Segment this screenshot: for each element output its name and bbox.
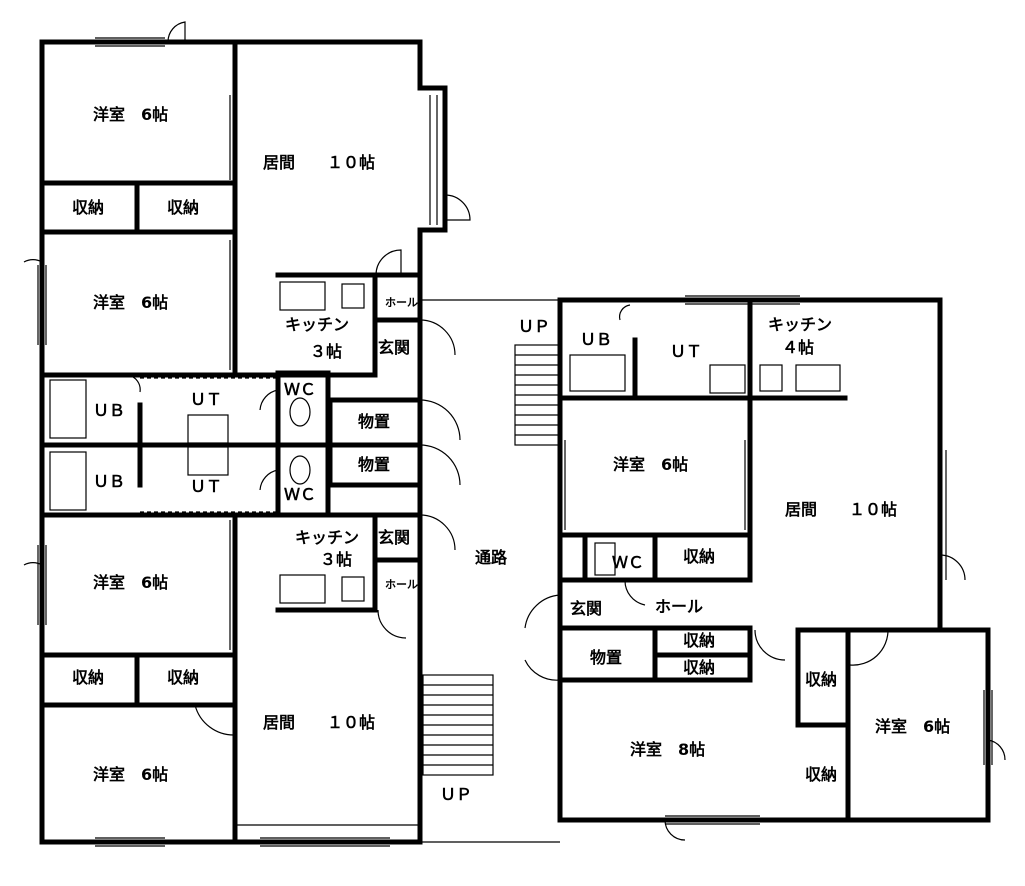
windows	[37, 37, 993, 847]
sink-icon	[187, 414, 229, 444]
fixtures	[49, 281, 841, 604]
toilet-icon	[594, 542, 616, 576]
dashed-partitions	[140, 377, 278, 513]
room-label-youshitsu-6: 洋室 6帖	[93, 573, 168, 592]
bathtub-icon	[569, 354, 626, 392]
room-label-hall: ホール	[385, 578, 418, 591]
room-label-shuunou: 収納	[805, 670, 837, 689]
room-label-wc: ＷＣ	[612, 553, 644, 572]
room-label-shuunou: 収納	[167, 668, 199, 687]
room-label-kitchen-size: ４帖	[782, 338, 814, 357]
toilet-icon	[289, 397, 311, 427]
door-swings	[23, 21, 1006, 841]
room-label-wc: ＷＣ	[284, 485, 316, 504]
room-label-hall: ホール	[385, 296, 418, 309]
room-label-shuunou: 収納	[167, 198, 199, 217]
room-label-monooki: 物置	[358, 455, 390, 474]
room-label-kitchen: キッチン	[295, 528, 359, 547]
room-label-wc: ＷＣ	[284, 380, 316, 399]
kitchen-sink-icon	[279, 574, 326, 604]
bathtub-icon	[49, 379, 87, 439]
room-label-kitchen: キッチン	[285, 315, 349, 334]
room-label-shuunou: 収納	[72, 198, 104, 217]
room-label-shuunou: 収納	[805, 765, 837, 784]
room-label-genkan: 玄関	[570, 599, 602, 618]
room-label-ub: ＵＢ	[93, 401, 125, 420]
room-label-kitchen-size: ３帖	[310, 342, 342, 361]
room-label-youshitsu-6: 洋室 6帖	[875, 717, 950, 736]
stove-icon	[341, 283, 365, 309]
room-label-ut: ＵＴ	[190, 477, 222, 496]
room-label-youshitsu-6: 洋室 6帖	[93, 765, 168, 784]
kitchen-sink-icon	[279, 281, 326, 311]
room-label-shuunou: 収納	[683, 547, 715, 566]
room-label-kitchen: キッチン	[768, 315, 832, 334]
kitchen-sink-icon	[795, 364, 841, 392]
room-label-shuunou: 収納	[683, 631, 715, 650]
room-label-youshitsu-6: 洋室 6帖	[93, 105, 168, 124]
stove-icon	[759, 364, 783, 392]
room-label-shuunou: 収納	[72, 668, 104, 687]
room-label-monooki: 物置	[358, 412, 390, 431]
room-label-ut: ＵＴ	[190, 390, 222, 409]
toilet-icon	[289, 455, 311, 485]
sink-icon	[187, 446, 229, 476]
bathtub-icon	[49, 451, 87, 511]
room-label-youshitsu-8: 洋室 8帖	[630, 740, 705, 759]
room-label-tsuuro: 通路	[475, 548, 508, 567]
room-label-hall: ホール	[655, 597, 703, 616]
room-label-kitchen-size: ３帖	[320, 550, 352, 569]
room-labels: 洋室 6帖 居間 １０帖 収納 収納 洋室 6帖 キッチン ３帖 ホール 玄関 …	[72, 105, 950, 804]
sink-icon	[709, 364, 746, 394]
room-label-genkan: 玄関	[378, 528, 410, 547]
stairs	[422, 344, 561, 776]
room-label-genkan: 玄関	[378, 338, 410, 357]
room-label-ima-10: 居間 １０帖	[785, 500, 897, 519]
stove-icon	[341, 576, 365, 602]
room-label-ub: ＵＢ	[580, 330, 612, 349]
room-label-ima-10: 居間 １０帖	[263, 713, 375, 732]
room-label-youshitsu-6: 洋室 6帖	[613, 455, 688, 474]
room-label-shuunou: 収納	[683, 658, 715, 677]
room-label-youshitsu-6: 洋室 6帖	[93, 293, 168, 312]
room-label-ima-10: 居間 １０帖	[263, 153, 375, 172]
left-building-walls	[39, 39, 448, 845]
right-building-walls	[420, 297, 991, 843]
stairs-up-label: ＵＰ	[440, 785, 472, 804]
room-label-monooki: 物置	[590, 648, 622, 667]
stairs-up-label: ＵＰ	[518, 317, 550, 336]
room-label-ut: ＵＴ	[670, 342, 702, 361]
room-label-ub: ＵＢ	[93, 472, 125, 491]
